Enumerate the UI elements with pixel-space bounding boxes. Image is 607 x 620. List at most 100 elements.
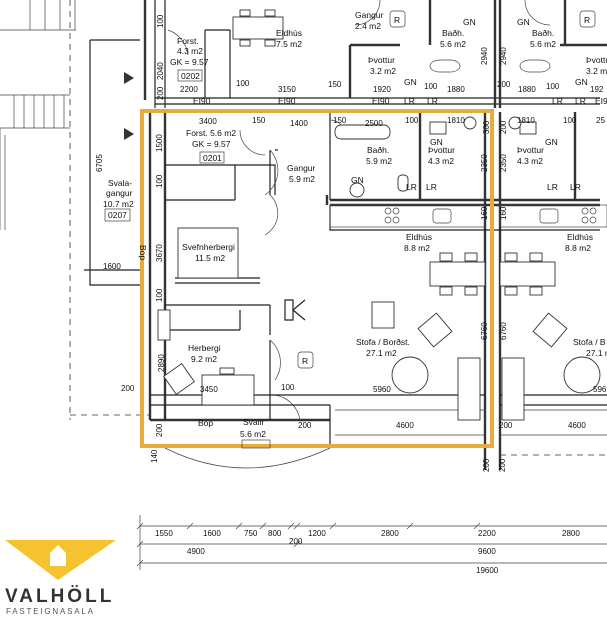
dimension-label: 160: [480, 206, 489, 220]
room-area: 3.2 m2: [370, 66, 396, 76]
room-label: Eldhús: [406, 232, 432, 242]
dimension-label: 2890: [157, 354, 166, 372]
room-label: Þvottur: [368, 55, 395, 65]
dimension-label: 2940: [480, 47, 489, 65]
washing-machine: [429, 121, 447, 135]
room-area: 4.3 m2: [517, 156, 543, 166]
top-dimensions: 100 2040 200 2200 3150 100 150 1920 100 …: [156, 14, 604, 100]
gn-label: GN: [430, 137, 443, 147]
dimension-label: 100: [155, 288, 164, 302]
radiator-label: R: [394, 15, 400, 25]
lr-label: LR: [427, 96, 438, 106]
gn-label: GN: [463, 17, 476, 27]
toilet: [397, 174, 409, 192]
dimension-label: 100: [546, 82, 560, 91]
dimension-label: 2940: [499, 47, 508, 65]
dimension-label: 100: [424, 82, 438, 91]
dimension-label: 200: [298, 421, 312, 430]
bed: [177, 227, 239, 279]
dimension-label: 2500: [365, 119, 383, 128]
room-label: Eldhús: [276, 28, 302, 38]
room-label: Forst.: [177, 36, 199, 46]
gn-label: GN: [404, 77, 417, 87]
lr-label: LR: [552, 96, 563, 106]
room-label: gangur: [106, 188, 133, 198]
room-label: Eldhús: [567, 232, 593, 242]
dimension-label: 1200: [308, 529, 326, 538]
living-room-furniture: [157, 227, 601, 421]
room-label: Baðh.: [367, 145, 389, 155]
gn-label: GN: [545, 137, 558, 147]
tv-icon: [284, 299, 306, 321]
radiator-label: R: [302, 356, 308, 366]
dimension-label: 100: [156, 14, 165, 28]
dining-table: [429, 252, 556, 296]
dimension-label: 100: [405, 116, 419, 125]
bathroom-fixtures: [334, 116, 537, 198]
gn-label: GN: [351, 175, 364, 185]
washing-machine: [519, 121, 537, 135]
dimension-label: 1500: [155, 134, 164, 152]
dimension-label: 200: [482, 458, 491, 472]
dimension-label: 200: [121, 384, 135, 393]
staircase: [0, 0, 76, 420]
fire-rating-label: EI90: [372, 96, 390, 106]
dimension-label: 192: [590, 85, 604, 94]
dimension-label: 596: [593, 385, 607, 394]
dimension-label: 4600: [396, 421, 414, 430]
room-label: Gangur: [287, 163, 316, 173]
room-label: Þvottur: [517, 145, 544, 155]
room-area: 4.3 m2: [177, 46, 203, 56]
lr-label: LR: [406, 182, 417, 192]
dimension-label: 2350: [480, 154, 489, 172]
logo-name: VALHÖLL: [5, 586, 114, 607]
gn-label: GN: [517, 17, 530, 27]
dimension-label: 100: [281, 383, 295, 392]
lr-label: LR: [547, 182, 558, 192]
room-area: 5.6 m2: [240, 429, 266, 439]
dimension-label: 800: [268, 529, 282, 538]
room-code: 0201: [203, 153, 222, 163]
dimension-label: 6705: [95, 154, 104, 172]
room-code-box: [104, 208, 131, 222]
room-area: 8.8 m2: [404, 243, 430, 253]
dimension-label: 2350: [499, 154, 508, 172]
fire-rating-label: EI90: [595, 96, 607, 106]
room-area: 11.5 m2: [195, 253, 225, 263]
room-code-box: [177, 69, 203, 82]
room-label: Svala-: [108, 178, 132, 188]
room-label: Stofa / B: [573, 337, 606, 347]
dimension-label: 19600: [476, 566, 499, 575]
dimension-label: 4900: [187, 547, 205, 556]
room-label: Þvottur: [428, 145, 455, 155]
room-gk: GK = 9.57: [170, 57, 209, 67]
room-area: 5.9 m2: [366, 156, 392, 166]
dimension-label: 2800: [381, 529, 399, 538]
room-label: Baðh.: [442, 28, 464, 38]
dimension-label: 2200: [180, 85, 198, 94]
room-area: 8.8 m2: [565, 243, 591, 253]
room-area: 3.2 m2: [586, 66, 607, 76]
room-label: Herbergi: [188, 343, 221, 353]
room-code: 0207: [108, 210, 127, 220]
dimension-label: 3150: [278, 85, 296, 94]
dimension-label: 6760: [499, 322, 508, 340]
dimension-label: 1880: [518, 85, 536, 94]
gn-label: GN: [575, 77, 588, 87]
room-area: 27.1 m: [586, 348, 607, 358]
svalagangur-walls: [84, 0, 147, 286]
room-area: 4.3 m2: [428, 156, 454, 166]
dimension-label: 1880: [447, 85, 465, 94]
kitchen-counter: [329, 204, 607, 228]
dimension-label: 1550: [155, 529, 173, 538]
room-area: 5.6 m2: [440, 39, 466, 49]
dimension-label: 2800: [562, 529, 580, 538]
main-unit-labels: 3400 150 1400 150 2500 100 1810 300 200 …: [95, 116, 607, 472]
dimension-label: 300: [482, 120, 491, 134]
bop-label: Bop: [138, 245, 148, 260]
dimension-label: 150: [252, 116, 266, 125]
upper-unit-walls: [154, 0, 607, 108]
dimension-label: 200: [499, 120, 508, 134]
fire-rating-label: EI90: [193, 96, 211, 106]
